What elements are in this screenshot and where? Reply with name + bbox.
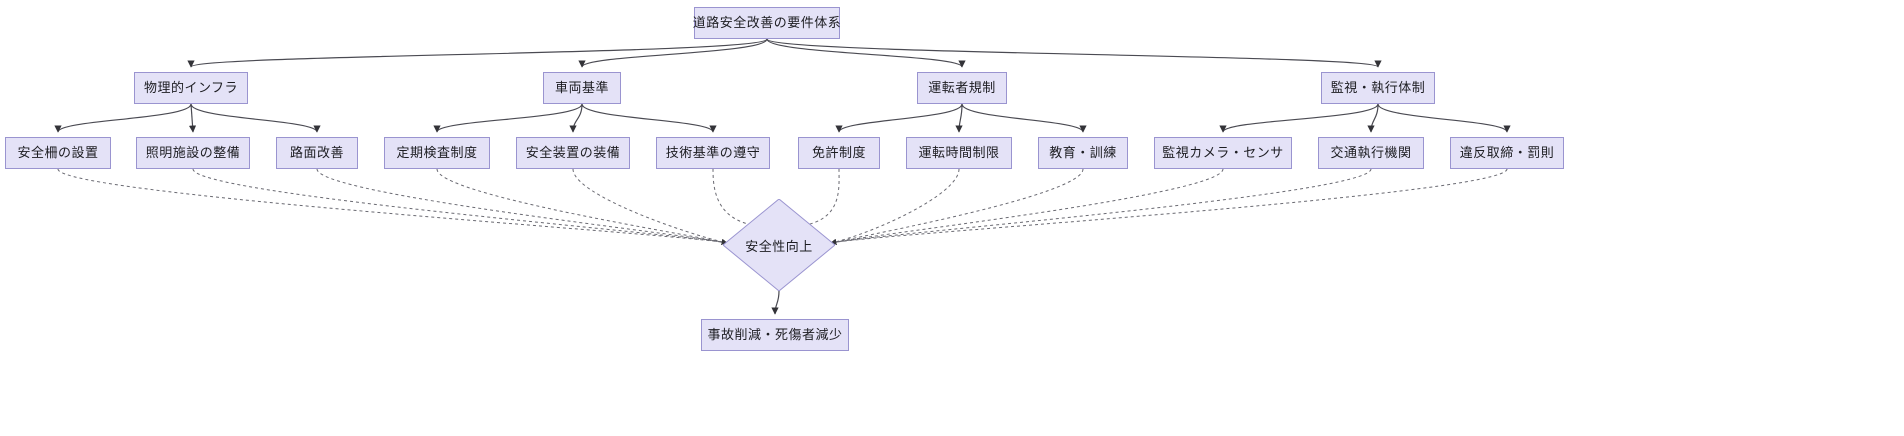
edge-solid xyxy=(188,103,197,133)
edge-solid xyxy=(961,103,1087,133)
node-leaf-11[interactable]: 交通執行機関 xyxy=(1318,137,1424,169)
node-root[interactable]: 道路安全改善の要件体系 xyxy=(692,7,842,39)
edge-solid xyxy=(578,38,768,68)
node-leaf-1[interactable]: 安全柵の設置 xyxy=(5,137,111,169)
node-leaf-7[interactable]: 免許制度 xyxy=(798,137,880,169)
edge-dotted xyxy=(830,168,1372,245)
edge-dotted xyxy=(192,168,728,245)
edge-solid xyxy=(1367,103,1379,133)
node-label: 免許制度 xyxy=(811,145,866,161)
edge-solid xyxy=(54,103,192,133)
edge-dotted xyxy=(316,168,728,245)
node-label: 監視・執行体制 xyxy=(1330,80,1426,96)
node-outcome[interactable]: 事故削減・死傷者減少 xyxy=(701,319,849,351)
edge-solid xyxy=(581,103,717,133)
edge-dotted xyxy=(572,168,728,245)
edge-dotted xyxy=(830,168,1508,245)
node-label: 運転時間制限 xyxy=(918,145,1000,161)
node-label: 運転者規制 xyxy=(928,80,996,96)
node-decision-safety[interactable]: 安全性向上 xyxy=(723,199,835,291)
diamond-shape xyxy=(723,199,835,291)
node-label: 交通執行機関 xyxy=(1330,145,1412,161)
node-label: 監視カメラ・センサ xyxy=(1162,145,1284,161)
edge-solid xyxy=(1219,103,1379,133)
edge-dotted xyxy=(830,168,1084,245)
node-label: 教育・訓練 xyxy=(1049,145,1117,161)
node-leaf-4[interactable]: 定期検査制度 xyxy=(384,137,490,169)
edge-dotted xyxy=(830,168,960,245)
edge-solid xyxy=(766,38,966,68)
node-label: 路面改善 xyxy=(289,145,344,161)
node-leaf-2[interactable]: 照明施設の整備 xyxy=(136,137,250,169)
edge-solid xyxy=(1377,103,1511,133)
node-label: 道路安全改善の要件体系 xyxy=(692,15,842,31)
node-label: 車両基準 xyxy=(554,80,609,96)
edge-dotted xyxy=(830,168,1224,245)
node-leaf-10[interactable]: 監視カメラ・センサ xyxy=(1154,137,1292,169)
node-label: 違反取締・罰則 xyxy=(1459,145,1555,161)
node-label: 事故削減・死傷者減少 xyxy=(707,327,843,343)
node-leaf-8[interactable]: 運転時間制限 xyxy=(906,137,1012,169)
node-leaf-5[interactable]: 安全装置の装備 xyxy=(516,137,630,169)
node-label: 物理的インフラ xyxy=(143,80,239,96)
edge-solid xyxy=(835,103,963,133)
node-leaf-6[interactable]: 技術基準の遵守 xyxy=(656,137,770,169)
edge-dotted xyxy=(57,168,728,245)
node-category-4[interactable]: 監視・執行体制 xyxy=(1321,72,1435,104)
edge-solid xyxy=(569,103,583,133)
node-label: 照明施設の整備 xyxy=(145,145,241,161)
edge-solid xyxy=(771,290,780,315)
node-label: 安全性向上 xyxy=(745,239,813,255)
edge-solid xyxy=(187,38,768,68)
node-category-3[interactable]: 運転者規制 xyxy=(917,72,1007,104)
node-leaf-3[interactable]: 路面改善 xyxy=(276,137,358,169)
edge-solid xyxy=(955,103,963,133)
edge-dotted xyxy=(436,168,728,245)
node-label: 安全装置の装備 xyxy=(525,145,621,161)
edge-solid xyxy=(433,103,583,133)
edge-solid xyxy=(190,103,321,133)
edge-solid xyxy=(766,38,1382,68)
node-leaf-9[interactable]: 教育・訓練 xyxy=(1038,137,1128,169)
node-category-2[interactable]: 車両基準 xyxy=(543,72,621,104)
node-label: 技術基準の遵守 xyxy=(665,145,761,161)
node-leaf-12[interactable]: 違反取締・罰則 xyxy=(1450,137,1564,169)
node-category-1[interactable]: 物理的インフラ xyxy=(134,72,248,104)
node-label: 定期検査制度 xyxy=(396,145,478,161)
node-label: 安全柵の設置 xyxy=(17,145,99,161)
